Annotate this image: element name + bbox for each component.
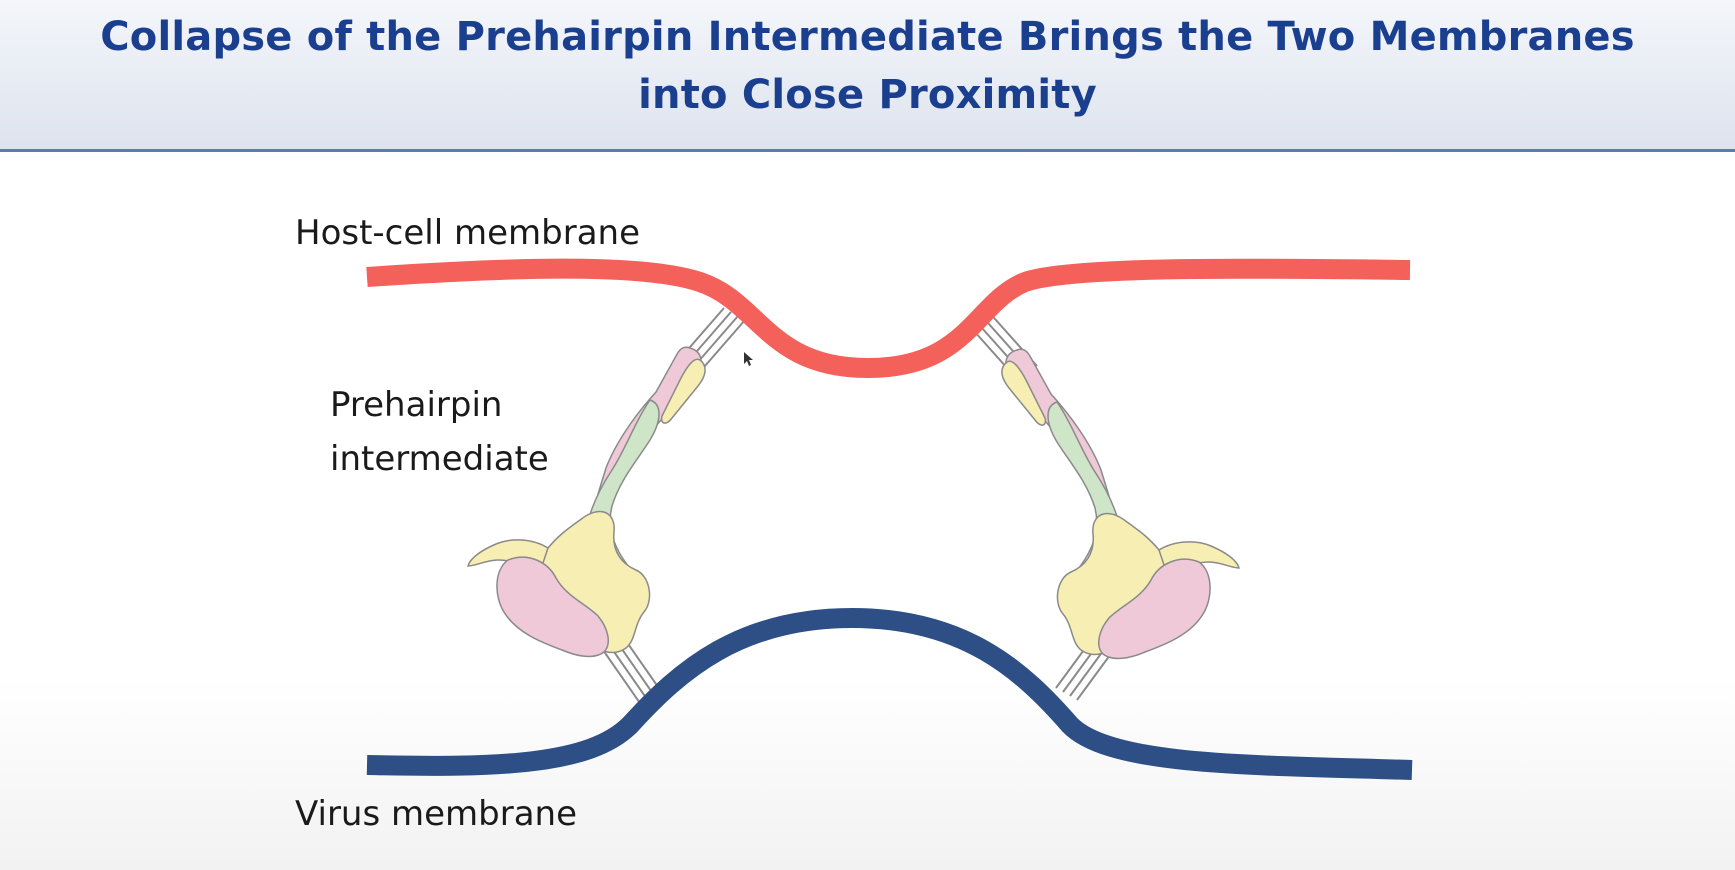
right-fusion-protein bbox=[965, 309, 1240, 701]
slide-title-line-2: into Close Proximity bbox=[638, 72, 1097, 118]
prehairpin-intermediate-label: Prehairpin intermediate bbox=[330, 378, 549, 486]
left-pink-lobe bbox=[496, 556, 610, 658]
right-pink-lobe bbox=[1097, 558, 1211, 660]
title-bar: Collapse of the Prehairpin Intermediate … bbox=[0, 0, 1735, 152]
virus-membrane-label: Virus membrane bbox=[295, 794, 578, 834]
slide-title-line-1: Collapse of the Prehairpin Intermediate … bbox=[100, 14, 1635, 60]
right-yellow-strip bbox=[1001, 360, 1047, 426]
host-cell-membrane bbox=[366, 258, 1411, 379]
prehairpin-label-line-1: Prehairpin bbox=[330, 385, 503, 425]
left-yellow-strip bbox=[660, 358, 706, 424]
host-cell-membrane-label: Host-cell membrane bbox=[295, 213, 641, 253]
slide-title: Collapse of the Prehairpin Intermediate … bbox=[0, 8, 1735, 124]
left-fusion-protein bbox=[467, 307, 746, 707]
mouse-cursor bbox=[744, 352, 753, 366]
virus-membrane bbox=[366, 607, 1413, 780]
prehairpin-label-line-2: intermediate bbox=[330, 439, 549, 479]
